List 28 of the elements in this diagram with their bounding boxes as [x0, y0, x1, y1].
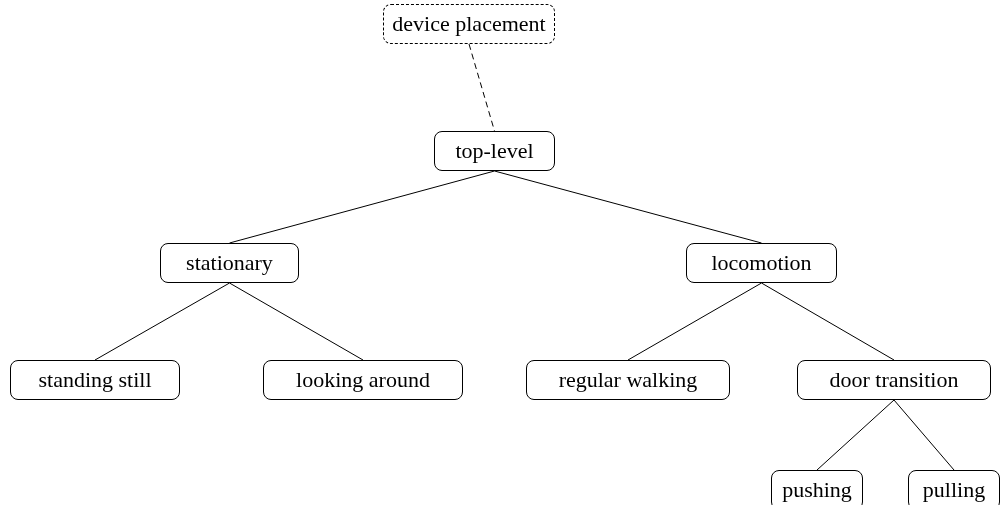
node-box — [160, 243, 299, 283]
connector-line — [229, 282, 364, 361]
connector-line — [893, 399, 955, 471]
connector-line — [627, 282, 762, 361]
node-label: stationary — [186, 252, 273, 274]
connector-line — [816, 399, 895, 471]
node-label: standing still — [38, 369, 152, 391]
connector-line — [494, 170, 762, 244]
node-label: pulling — [922, 479, 986, 501]
node-box — [526, 360, 730, 400]
node-label: regular walking — [558, 369, 698, 391]
node-box — [263, 360, 463, 400]
node-label: top-level — [455, 140, 534, 162]
node-box — [797, 360, 991, 400]
connector-line — [229, 170, 495, 244]
node-box — [10, 360, 180, 400]
node-box — [771, 470, 863, 505]
node-box — [383, 4, 555, 44]
node-label: looking around — [296, 369, 430, 391]
node-box — [686, 243, 837, 283]
node-label: door transition — [829, 369, 959, 391]
node-label: pushing — [782, 479, 852, 501]
node-box — [434, 131, 555, 171]
node-box — [908, 470, 1000, 505]
node-label: locomotion — [711, 252, 812, 274]
connector-line — [761, 282, 895, 361]
node-label: device placement — [392, 13, 546, 35]
connector-line — [94, 282, 230, 361]
